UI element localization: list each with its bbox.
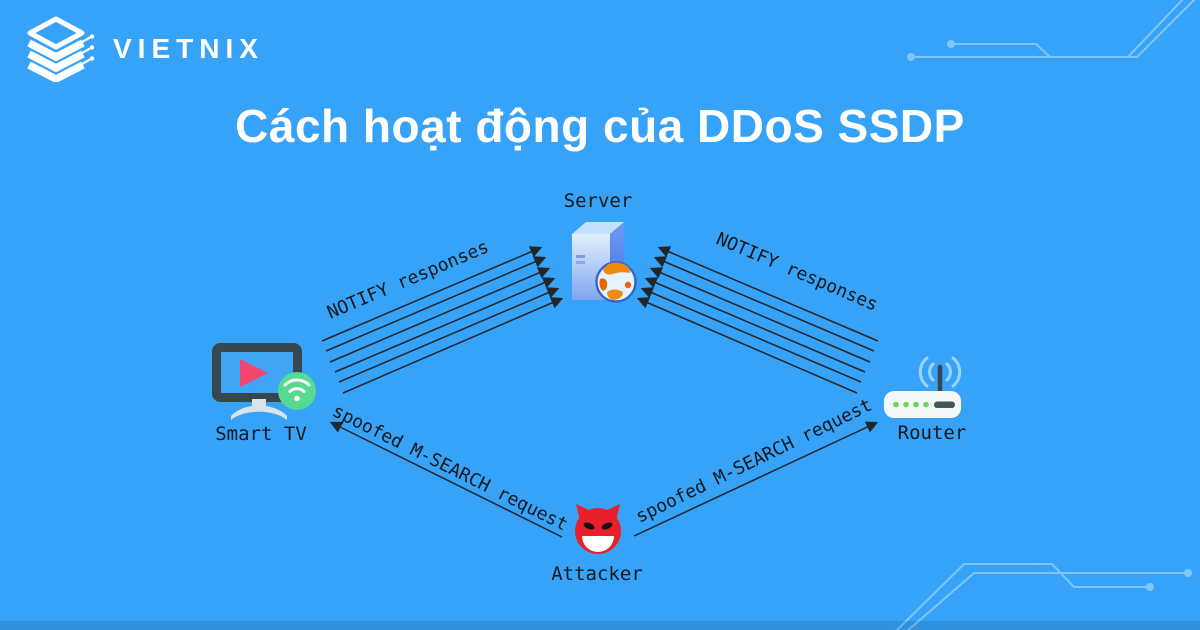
brand-name: VIETNIX <box>113 33 264 64</box>
smart-tv-icon <box>212 343 316 420</box>
server-label: Server <box>563 190 633 212</box>
attacker-label: Attacker <box>551 563 643 585</box>
vietnix-logo-icon <box>27 16 95 82</box>
wifi-badge-icon <box>278 372 316 410</box>
smart-tv-label: Smart TV <box>215 423 307 445</box>
wifi-router-icon <box>884 356 962 418</box>
spoofed-request-arrow-left <box>329 421 563 538</box>
server-globe-icon <box>572 222 637 303</box>
router-label: Router <box>897 422 967 444</box>
circuit-decoration-bottom-right <box>895 563 1192 630</box>
notify-arrows-left <box>321 246 564 394</box>
brand-logo: VIETNIX <box>24 16 264 82</box>
devil-face-icon <box>575 504 621 554</box>
bottom-border-strip <box>0 621 1200 630</box>
page-title: Cách hoạt động của DDoS SSDP <box>235 100 965 152</box>
notify-arrows-right <box>636 246 879 394</box>
spoofed-request-arrow-right <box>633 421 879 537</box>
circuit-decoration-top-right <box>907 0 1196 61</box>
